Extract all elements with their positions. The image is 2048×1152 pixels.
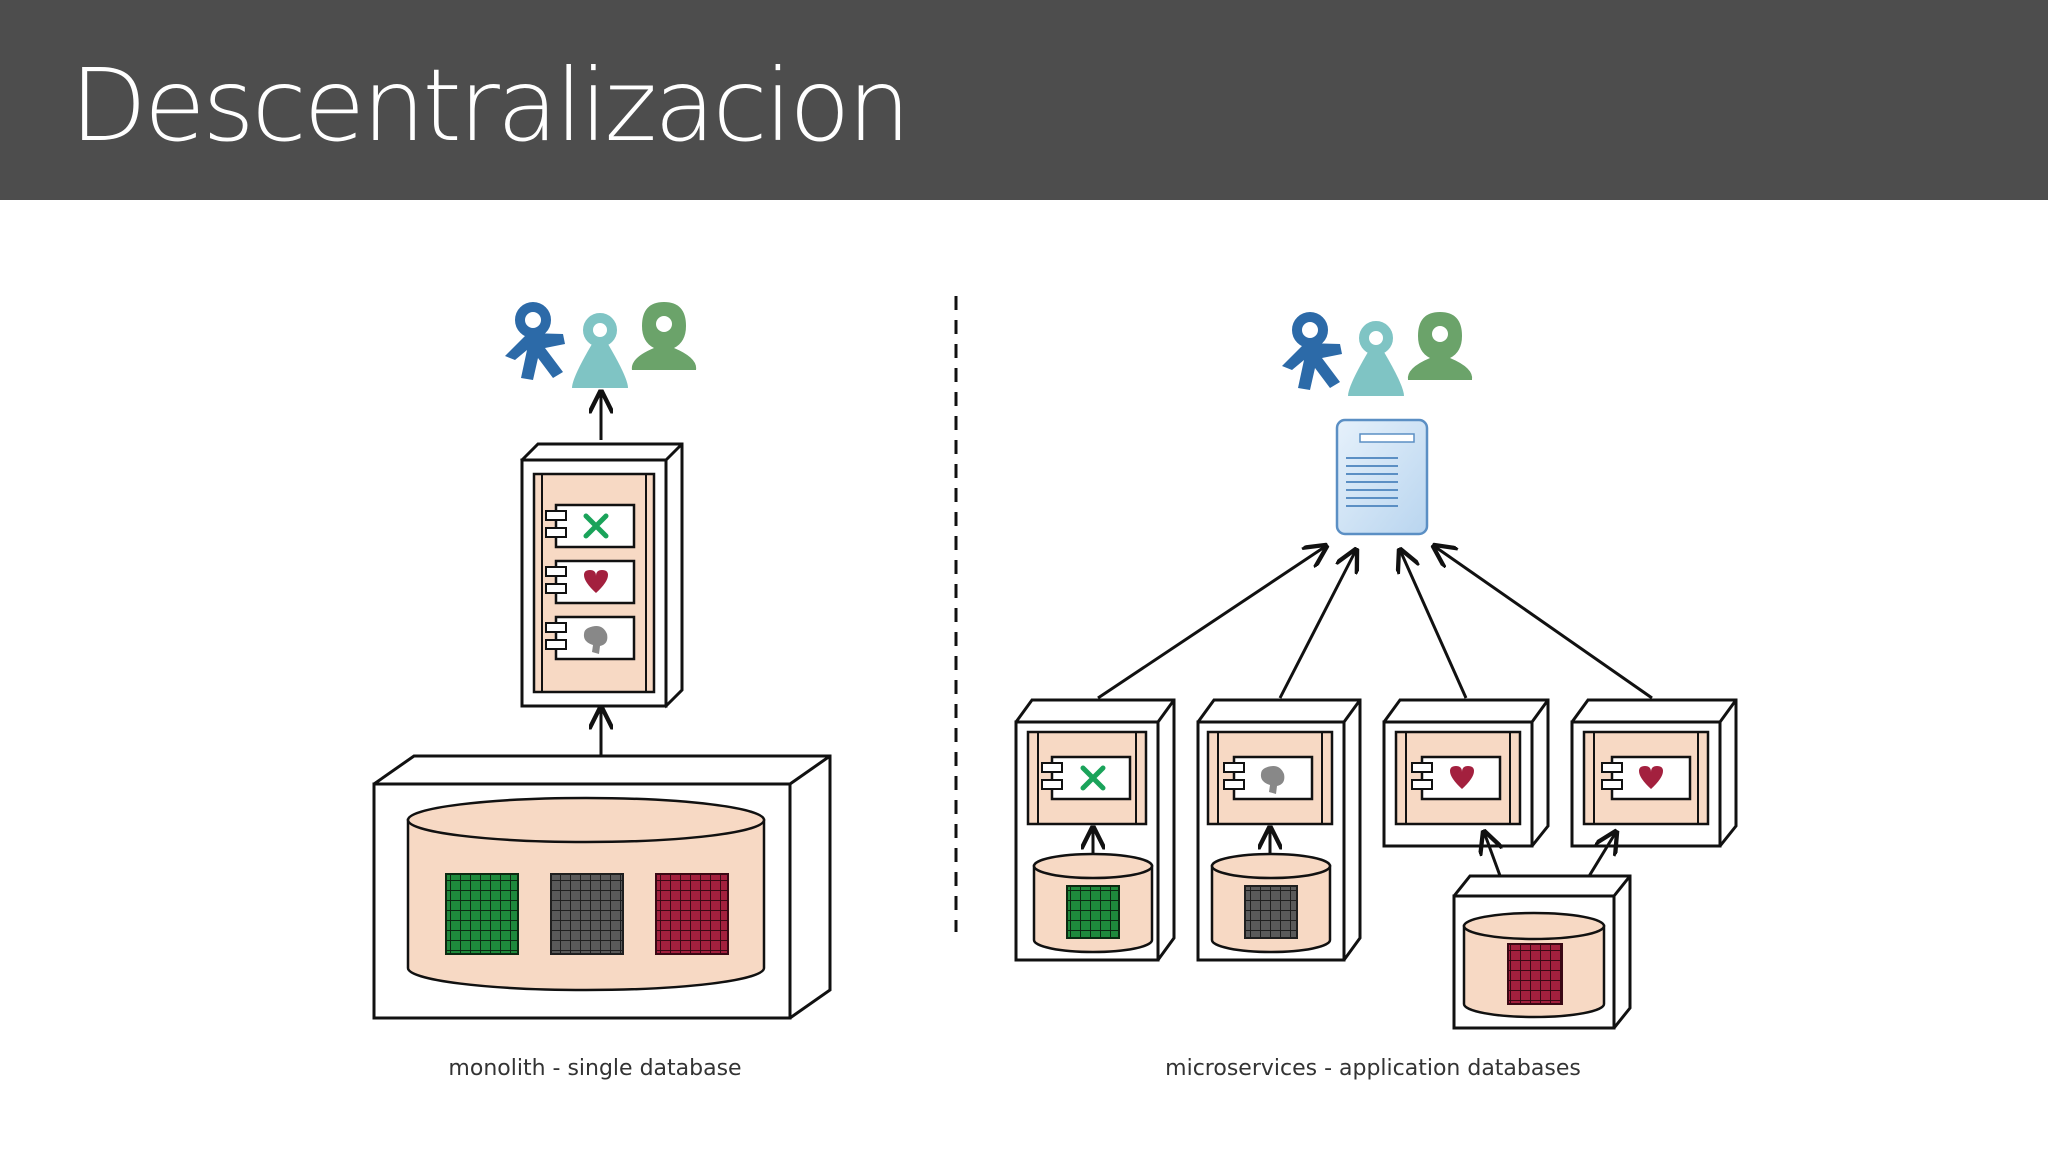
component-icon <box>1411 755 1502 801</box>
title-bar: Descentralizacion <box>0 0 2048 200</box>
microservices-side <box>1014 312 1738 1030</box>
monolith-side <box>372 302 832 1020</box>
heart-icon <box>1450 766 1474 789</box>
cross-icon <box>1080 765 1106 791</box>
monolith-caption: monolith - single database <box>448 1056 742 1081</box>
microservice-red-b <box>1570 698 1738 848</box>
user-blue-icon <box>1282 312 1342 390</box>
component-icon <box>1223 755 1314 801</box>
microservice-red-a <box>1382 698 1550 848</box>
users-group-left <box>505 302 697 388</box>
blob-icon <box>583 626 608 654</box>
data-table-red <box>655 873 729 955</box>
component-icon <box>545 559 636 605</box>
user-blue-icon <box>505 302 565 380</box>
users-group-right <box>1282 312 1473 396</box>
data-table-gray <box>550 873 624 955</box>
microservice-gray <box>1196 698 1362 962</box>
data-table-green <box>445 873 519 955</box>
blob-icon <box>1260 766 1285 794</box>
component-icon <box>1601 755 1692 801</box>
user-green-icon <box>1407 312 1473 380</box>
user-green-icon <box>631 302 697 370</box>
user-teal-icon <box>1348 321 1404 396</box>
user-teal-icon <box>572 313 628 388</box>
monolith-database-box <box>372 754 832 1020</box>
component-icon <box>545 503 636 549</box>
service-arrows <box>1097 546 1653 700</box>
heart-icon <box>1639 766 1663 789</box>
component-icon <box>545 615 636 661</box>
monolith-app-server <box>520 442 684 709</box>
heart-icon <box>584 570 608 593</box>
document-icon <box>1335 418 1429 536</box>
microservices-caption: microservices - application databases <box>1165 1056 1581 1081</box>
slide-title: Descentralizacion <box>70 47 911 164</box>
architecture-diagram <box>372 296 1738 1030</box>
microservice-green <box>1014 698 1176 962</box>
component-icon <box>1041 755 1132 801</box>
shared-database-box <box>1452 874 1632 1030</box>
cross-icon <box>583 513 609 539</box>
